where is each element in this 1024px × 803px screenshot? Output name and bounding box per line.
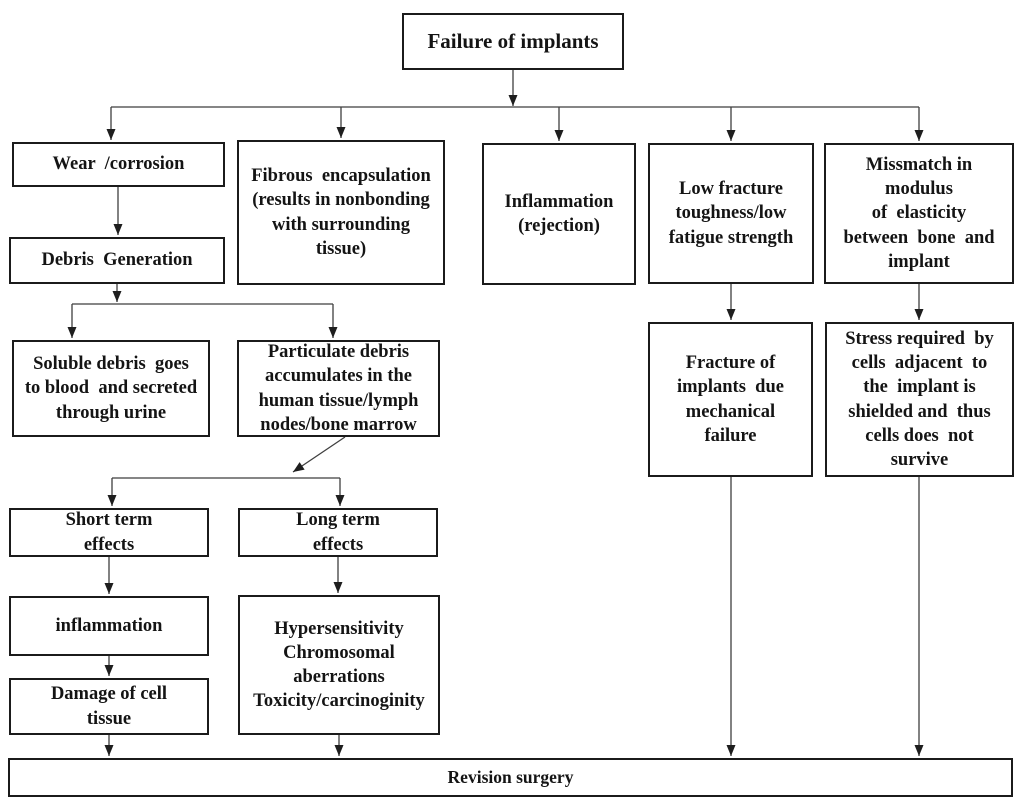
edge-particulate-to-effects-split xyxy=(292,436,346,473)
node-label: Failure of implants xyxy=(427,28,599,53)
node-soluble-debris: Soluble debris goes to blood and secrete… xyxy=(12,340,210,437)
node-label: Wear /corrosion xyxy=(52,154,185,175)
node-label: Stress required by cells adjacent to the… xyxy=(845,329,994,470)
node-fracture-of-implants: Fracture of implants due mechanical fail… xyxy=(648,322,813,477)
node-label: Fracture of implants due mechanical fail… xyxy=(677,353,784,446)
node-mismatch-modulus: Missmatch in modulus of elasticity betwe… xyxy=(824,143,1014,284)
node-label: Hypersensitivity Chromosomal aberrations… xyxy=(253,618,425,712)
node-label: inflammation xyxy=(55,615,163,636)
node-stress-shielding: Stress required by cells adjacent to the… xyxy=(825,322,1014,477)
node-label: Inflammation (rejection) xyxy=(504,191,614,236)
node-label: Long term effects xyxy=(296,510,380,555)
node-label: Fibrous encapsulation (results in nonbon… xyxy=(251,166,431,259)
node-label: Missmatch in modulus of elasticity betwe… xyxy=(843,155,995,272)
node-damage-of-cell-tissue: Damage of cell tissue xyxy=(9,678,209,735)
node-label: Revision surgery xyxy=(447,767,574,788)
node-label: Short term effects xyxy=(65,510,153,555)
node-inflammation-rejection: Inflammation (rejection) xyxy=(482,143,636,285)
node-label: Particulate debris accumulates in the hu… xyxy=(258,342,419,435)
node-label: Low fracture toughness/low fatigue stren… xyxy=(668,179,794,248)
node-long-term-outcomes: Hypersensitivity Chromosomal aberrations… xyxy=(238,595,440,735)
node-fibrous-encapsulation: Fibrous encapsulation (results in nonbon… xyxy=(237,140,445,285)
node-label: Debris Generation xyxy=(41,250,193,271)
node-inflammation: inflammation xyxy=(9,596,209,656)
node-long-term-effects: Long term effects xyxy=(238,508,438,557)
node-label: Soluble debris goes to blood and secrete… xyxy=(24,354,198,423)
node-particulate-debris: Particulate debris accumulates in the hu… xyxy=(237,340,440,437)
node-wear-corrosion: Wear /corrosion xyxy=(12,142,225,187)
node-revision-surgery: Revision surgery xyxy=(8,758,1013,797)
node-label: Damage of cell tissue xyxy=(50,684,168,729)
node-debris-generation: Debris Generation xyxy=(9,237,225,284)
node-low-fracture-toughness: Low fracture toughness/low fatigue stren… xyxy=(648,143,814,284)
node-failure-of-implants: Failure of implants xyxy=(402,13,624,70)
node-short-term-effects: Short term effects xyxy=(9,508,209,557)
